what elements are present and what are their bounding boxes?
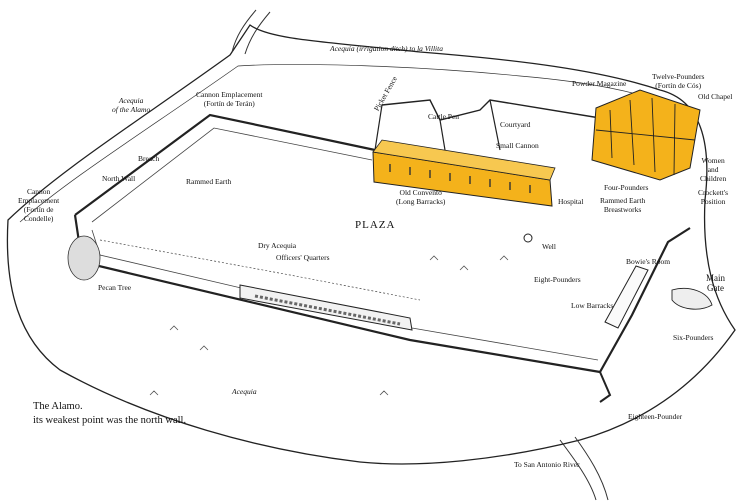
label-cannon-condelle: Cannon Emplacement (Fortín de Condelle) bbox=[18, 187, 59, 223]
label-san-antonio-river: To San Antonio River bbox=[514, 460, 580, 469]
label-old-convento: Old Convento (Long Barracks) bbox=[396, 188, 445, 206]
long-barracks-windows bbox=[389, 164, 531, 193]
label-women-children: Women and Children bbox=[700, 156, 726, 183]
label-women-children-line3: Children bbox=[700, 174, 727, 183]
label-four-pounders: Four-Pounders bbox=[604, 183, 649, 192]
west-wall bbox=[73, 214, 601, 374]
main-gate-structure bbox=[671, 287, 713, 310]
label-cattle-pen: Cattle Pen bbox=[428, 112, 460, 121]
label-cannon-teran-line2: (Fortín de Terán) bbox=[203, 99, 255, 108]
label-women-children-line2: and bbox=[707, 165, 719, 174]
pecan-tree-icon bbox=[67, 235, 101, 281]
label-acequia-alamo: Acequia of the Alamo bbox=[112, 96, 150, 114]
west-wall-inner bbox=[91, 229, 599, 361]
caption-line1: The Alamo. bbox=[33, 401, 83, 412]
label-low-barracks: Low Barracks bbox=[571, 301, 614, 310]
north-wall bbox=[74, 113, 376, 216]
label-main-gate-line2: Gate bbox=[707, 283, 724, 293]
ditch-top-2 bbox=[244, 11, 271, 55]
brush-marks bbox=[149, 255, 509, 396]
label-pecan-tree: Pecan Tree bbox=[98, 283, 132, 292]
label-cannon-condelle-line2: Emplacement bbox=[18, 196, 60, 205]
label-six-pounders: Six-Pounders bbox=[673, 333, 714, 342]
ditch-top bbox=[231, 9, 257, 53]
label-rammed-earth: Rammed Earth bbox=[186, 177, 232, 186]
label-dry-acequia: Dry Acequia bbox=[258, 241, 297, 250]
label-hospital: Hospital bbox=[558, 197, 584, 206]
label-small-cannon: Small Cannon bbox=[496, 141, 539, 150]
label-main-gate-line1: Main bbox=[706, 273, 725, 283]
label-crocketts-line2: Position bbox=[700, 197, 726, 206]
label-courtyard: Courtyard bbox=[500, 120, 531, 129]
label-cannon-condelle-line4: Condelle) bbox=[23, 214, 54, 223]
label-eighteen-pounder: Eighteen-Pounder bbox=[628, 412, 683, 421]
label-cannon-condelle-line3: (Fortín de bbox=[23, 205, 54, 214]
label-cannon-teran-line1: Cannon Emplacement bbox=[196, 90, 263, 99]
label-bowies-room: Bowie's Room bbox=[626, 257, 671, 266]
label-main-gate: Main Gate bbox=[706, 273, 725, 293]
east-wall bbox=[599, 227, 691, 373]
label-twelve-pounders-line1: Twelve-Pounders bbox=[652, 72, 705, 81]
cattle-pen-wall bbox=[381, 99, 601, 121]
label-eight-pounders: Eight-Pounders bbox=[534, 275, 581, 284]
label-crocketts-line1: Crockett's bbox=[698, 188, 729, 197]
old-chapel-rooms bbox=[595, 97, 696, 176]
low-barracks bbox=[604, 265, 649, 329]
label-acequia-villita: Acequia (irrigation ditch) to la Villita bbox=[330, 44, 443, 53]
officers-quarters-building bbox=[239, 284, 413, 331]
label-breach: Breach bbox=[138, 154, 160, 163]
long-barracks-roof bbox=[372, 139, 556, 181]
label-twelve-pounders-line2: (Fortín de Cós) bbox=[655, 81, 702, 90]
label-cannon-teran: Cannon Emplacement (Fortín de Terán) bbox=[196, 90, 262, 108]
label-twelve-pounders: Twelve-Pounders (Fortín de Cós) bbox=[652, 72, 704, 90]
label-plaza: PLAZA bbox=[355, 219, 396, 231]
river-channel bbox=[559, 439, 597, 501]
label-rammed-breastworks-line2: Breastworks bbox=[603, 205, 642, 214]
label-acequia-bottom: Acequia bbox=[232, 387, 257, 396]
label-powder-magazine: Powder Magazine bbox=[572, 79, 627, 88]
south-wall bbox=[599, 371, 612, 403]
label-rammed-breastworks: Rammed Earth Breastworks bbox=[600, 196, 645, 214]
courtyard-wall bbox=[374, 99, 501, 151]
label-rammed-breastworks-line1: Rammed Earth bbox=[600, 196, 646, 205]
label-acequia-alamo-line1: Acequia bbox=[118, 96, 144, 105]
label-well: Well bbox=[542, 242, 556, 251]
label-north-wall: North Wall bbox=[102, 174, 136, 183]
north-wall-inner bbox=[91, 127, 373, 223]
acequia-boundary bbox=[6, 24, 736, 465]
label-cannon-condelle-line1: Cannon bbox=[26, 187, 51, 196]
well-icon bbox=[523, 233, 533, 243]
label-crocketts-position: Crockett's Position bbox=[698, 188, 728, 206]
label-acequia-alamo-line2: of the Alamo bbox=[112, 105, 151, 114]
river-channel-2 bbox=[574, 436, 609, 501]
caption-line2: its weakest point was the north wall. bbox=[33, 415, 187, 426]
label-old-convento-line1: Old Convento bbox=[399, 188, 442, 197]
label-officers-quarters: Officers' Quarters bbox=[276, 253, 330, 262]
label-old-chapel: Old Chapel bbox=[698, 92, 733, 101]
dry-acequia-line bbox=[99, 239, 421, 301]
map-caption: The Alamo. its weakest point was the nor… bbox=[33, 400, 186, 428]
label-women-children-line1: Women bbox=[701, 156, 725, 165]
acequia-inner-line bbox=[19, 64, 681, 223]
label-old-convento-line2: (Long Barracks) bbox=[396, 197, 446, 206]
